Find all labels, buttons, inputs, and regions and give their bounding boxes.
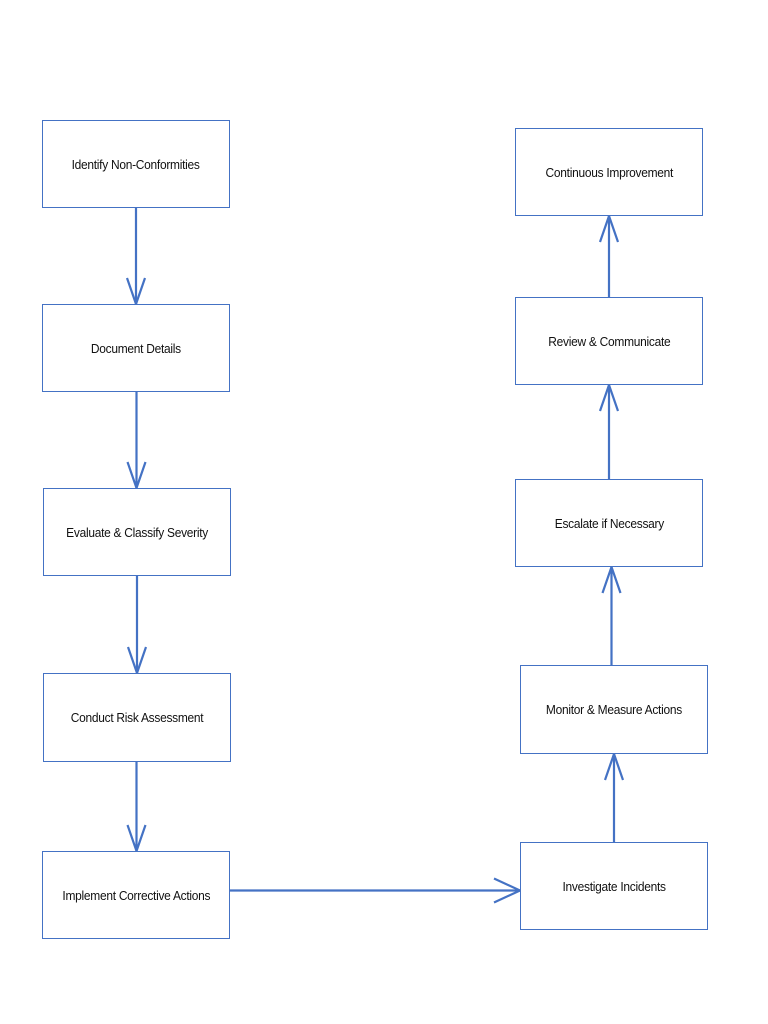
- node-label: Identify Non-Conformities: [71, 156, 201, 172]
- node-label: Conduct Risk Assessment: [70, 710, 204, 725]
- node-label: Implement Corrective Actions: [62, 887, 210, 903]
- node-evaluate: Evaluate & Classify Severity: [43, 488, 231, 576]
- node-label: Monitor & Measure Actions: [545, 702, 683, 717]
- node-continuous: Continuous Improvement: [515, 128, 703, 216]
- node-label: Review & Communicate: [547, 333, 671, 349]
- node-risk: Conduct Risk Assessment: [43, 673, 231, 762]
- node-label: Document Details: [91, 340, 181, 356]
- node-label: Evaluate & Classify Severity: [66, 524, 208, 540]
- arrow-monitor-to-escalate-head: [601, 563, 622, 594]
- arrow-review-to-continuous-head: [598, 212, 620, 243]
- node-review: Review & Communicate: [515, 297, 703, 385]
- node-escalate: Escalate if Necessary: [515, 479, 703, 567]
- node-identify: Identify Non-Conformities: [42, 120, 230, 208]
- node-label: Continuous Improvement: [545, 164, 673, 180]
- node-monitor: Monitor & Measure Actions: [520, 665, 708, 754]
- arrow-investigate-to-monitor-head: [603, 750, 625, 781]
- node-label: Escalate if Necessary: [554, 515, 664, 531]
- node-document: Document Details: [42, 304, 230, 392]
- node-implement: Implement Corrective Actions: [42, 851, 230, 939]
- arrow-escalate-to-review-head: [598, 381, 620, 412]
- node-label: Investigate Incidents: [562, 878, 666, 894]
- node-investigate: Investigate Incidents: [520, 842, 708, 930]
